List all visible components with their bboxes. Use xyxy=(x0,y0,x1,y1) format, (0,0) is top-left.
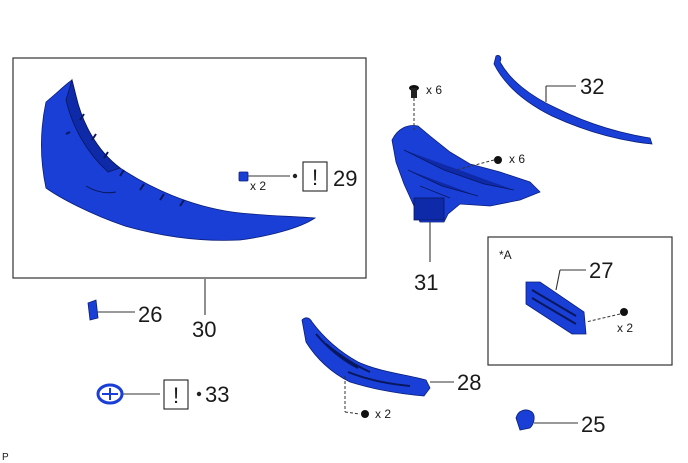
front-bumper-cover-part xyxy=(41,78,317,241)
bracket-27-part xyxy=(525,269,628,335)
inset-label: *A xyxy=(499,248,512,262)
corner-code: P xyxy=(2,452,9,463)
callout-33: 33 xyxy=(205,382,229,407)
bumper-bracket-31-part xyxy=(391,125,541,223)
moulding-32-part xyxy=(493,55,653,145)
qty-fastener-top: x 6 xyxy=(426,83,442,97)
qty-screw-27: x 2 xyxy=(617,321,633,335)
inset-box-a xyxy=(487,236,673,366)
callout-25: 25 xyxy=(581,412,605,437)
qty-bolt-side: x 6 xyxy=(509,152,525,166)
callout-26: 26 xyxy=(138,302,162,327)
emblem-33-part xyxy=(96,383,160,405)
emblem-26-part xyxy=(87,299,135,321)
callout-28: 28 xyxy=(457,370,481,395)
callout-31: 31 xyxy=(414,270,438,295)
callout-30: 30 xyxy=(192,317,216,342)
qty-screw-28: x 2 xyxy=(375,407,391,421)
clip-29-part xyxy=(238,171,298,182)
callout-27: 27 xyxy=(589,258,613,283)
warning-box-33 xyxy=(163,379,189,410)
warning-icon: ! xyxy=(173,383,179,408)
bolt-side-31 xyxy=(455,156,502,171)
cap-25-part xyxy=(515,409,578,431)
warning-box-29 xyxy=(302,161,328,192)
assembly-box-30 xyxy=(12,57,367,279)
qty-clip-29: x 2 xyxy=(250,179,266,193)
callout-29: 29 xyxy=(333,166,357,191)
callout-32: 32 xyxy=(580,74,604,99)
fastener-top-31 xyxy=(409,85,419,130)
grille-28-part xyxy=(301,317,454,418)
warning-icon: ! xyxy=(312,165,318,190)
